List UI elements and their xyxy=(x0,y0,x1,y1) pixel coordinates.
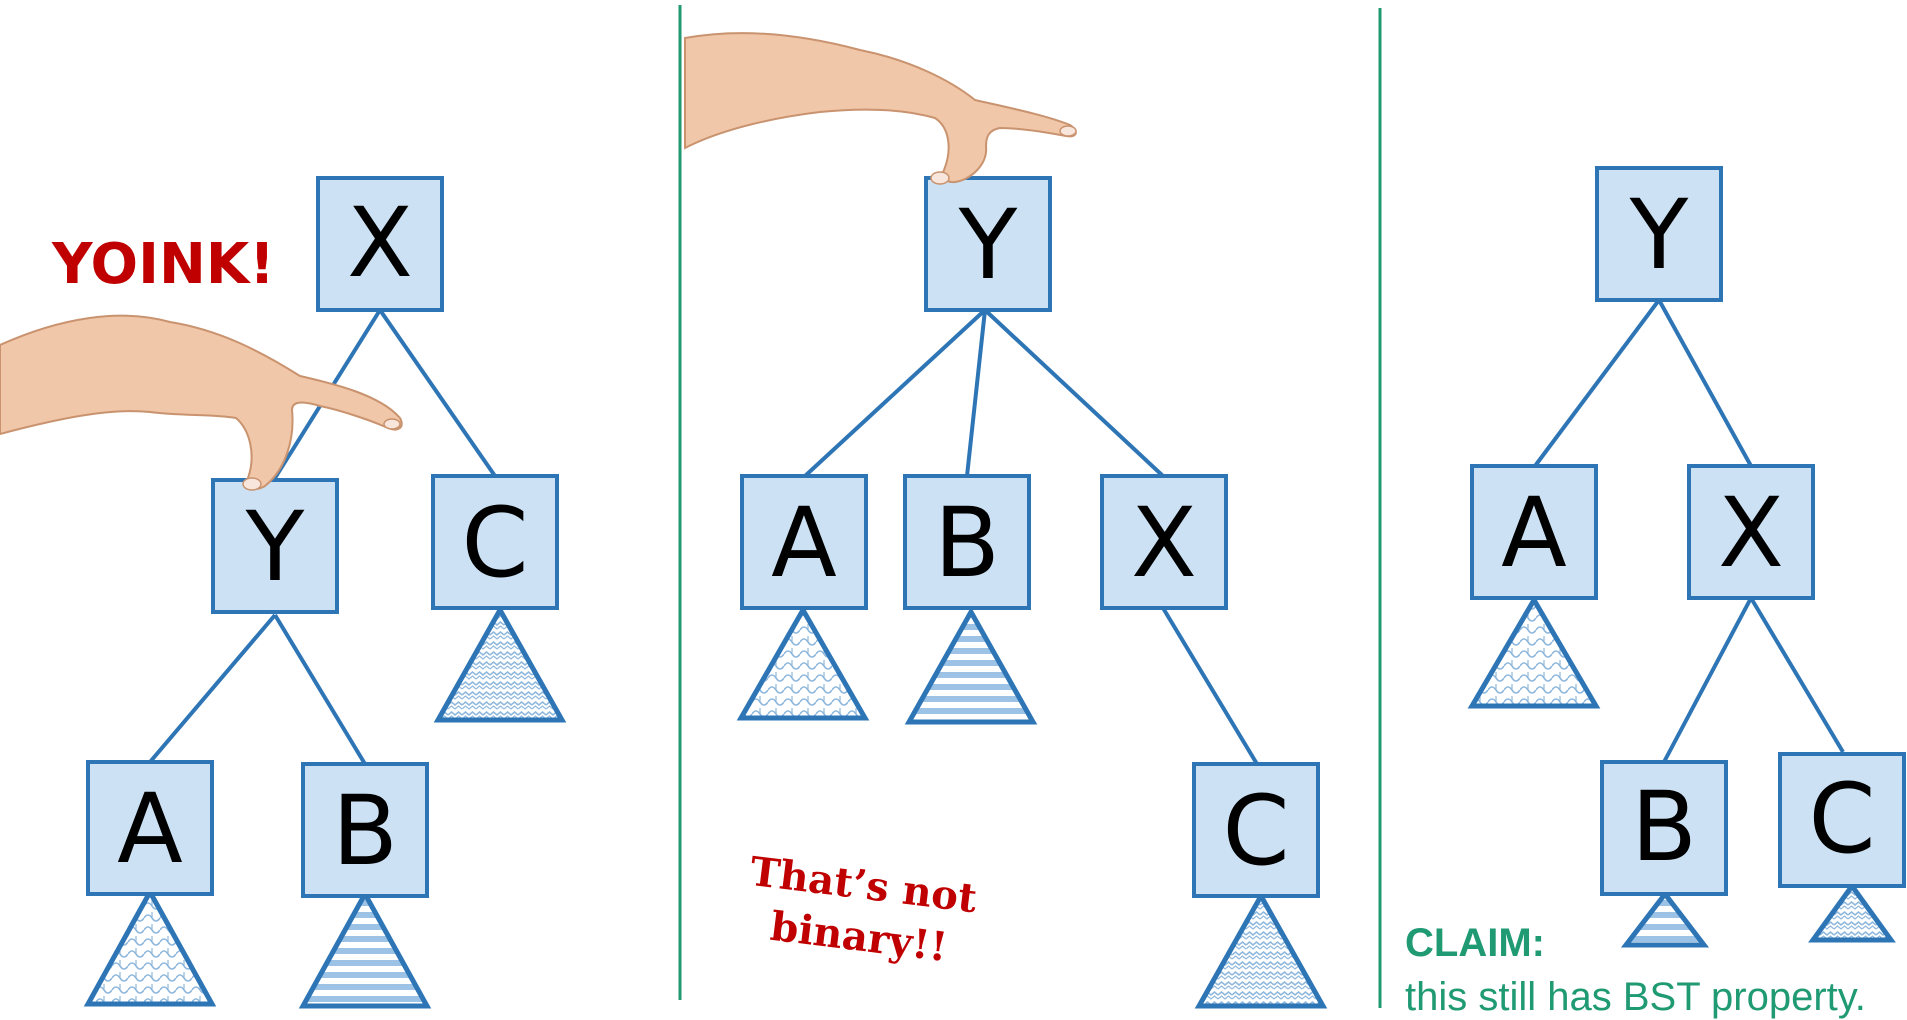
claim-title: CLAIM: xyxy=(1405,921,1545,965)
panel-before: X Y C A B YOINK! xyxy=(0,176,567,1009)
node-y[interactable]: Y xyxy=(211,478,339,614)
subtree-b-triangle xyxy=(904,606,1038,725)
node-a[interactable]: A xyxy=(1470,464,1598,600)
node-b[interactable]: B xyxy=(1600,760,1728,896)
node-label: B xyxy=(934,487,1000,599)
edge-y-a xyxy=(1533,298,1661,468)
subtree-c-triangle xyxy=(1194,890,1328,1009)
node-c[interactable]: C xyxy=(1778,752,1906,888)
subtree-a-triangle xyxy=(83,886,217,1007)
node-label: C xyxy=(461,487,528,599)
edge-y-b xyxy=(965,309,987,477)
hand-illustration xyxy=(0,314,403,491)
node-label: B xyxy=(1631,771,1697,883)
edge-x-c xyxy=(378,308,497,478)
hand-illustration xyxy=(684,32,1077,185)
panel-after: Y A X B C CLAIM: this still has BST prop… xyxy=(1405,166,1906,1019)
node-a[interactable]: A xyxy=(740,474,868,610)
node-label: A xyxy=(771,487,837,599)
node-label: B xyxy=(332,775,398,887)
claim-body: this still has BST property. xyxy=(1405,975,1866,1019)
subtree-a-triangle xyxy=(736,604,870,721)
node-label: X xyxy=(1718,477,1784,589)
edge-y-b xyxy=(273,613,367,766)
yoink-label: YOINK! xyxy=(51,232,275,297)
edge-y-x xyxy=(1657,299,1753,467)
edge-x-c xyxy=(1749,596,1845,754)
node-label: Y xyxy=(958,189,1018,301)
node-c[interactable]: C xyxy=(431,474,559,610)
edge-y-x xyxy=(983,308,1165,478)
node-label: C xyxy=(1222,775,1289,887)
subtree-c-triangle xyxy=(1808,881,1896,943)
node-x[interactable]: X xyxy=(316,176,444,312)
node-y[interactable]: Y xyxy=(924,176,1052,312)
edge-x-b xyxy=(1662,597,1753,763)
edge-x-c xyxy=(1161,606,1259,766)
subtree-c-triangle xyxy=(433,604,567,723)
node-x[interactable]: X xyxy=(1100,474,1228,610)
node-a[interactable]: A xyxy=(86,760,214,896)
node-label: C xyxy=(1808,763,1875,875)
node-label: A xyxy=(1501,477,1567,589)
node-x[interactable]: X xyxy=(1687,464,1815,600)
node-b[interactable]: B xyxy=(301,762,429,898)
node-label: X xyxy=(1131,487,1197,599)
panel-lifted: Y A B X C That’s not binary!! xyxy=(684,32,1328,1009)
node-b[interactable]: B xyxy=(903,474,1031,610)
node-label: A xyxy=(117,773,183,885)
subtree-b-triangle xyxy=(298,888,432,1009)
subtree-a-triangle xyxy=(1467,595,1601,709)
subtree-b-triangle xyxy=(1620,889,1710,948)
node-y[interactable]: Y xyxy=(1595,166,1723,302)
node-c[interactable]: C xyxy=(1192,762,1320,898)
edge-y-a xyxy=(803,308,987,478)
node-label: X xyxy=(347,187,413,299)
edge-y-a xyxy=(148,613,277,764)
node-label: Y xyxy=(1629,179,1689,291)
node-label: Y xyxy=(245,491,305,603)
not-binary-label: That’s not binary!! xyxy=(747,848,979,971)
